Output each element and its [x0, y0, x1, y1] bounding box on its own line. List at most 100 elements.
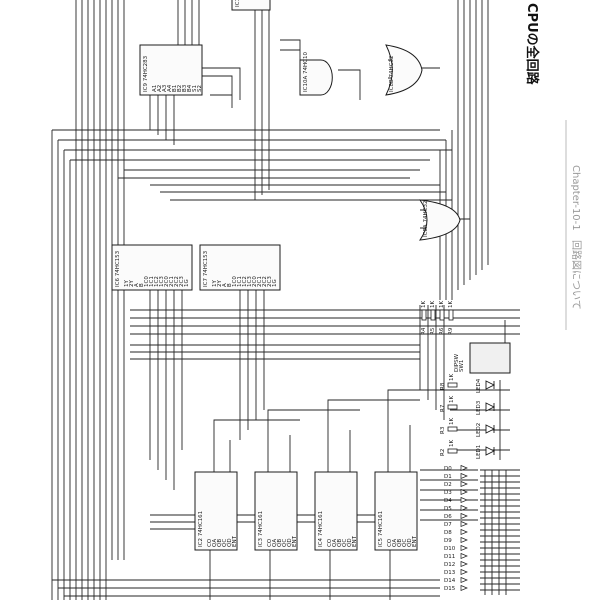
chip-pin-label: B	[139, 283, 145, 287]
pullup-value: 1K	[421, 301, 427, 308]
chip-pin-label: ENT	[232, 535, 238, 547]
gate-body-ic8a	[418, 199, 461, 241]
chip-pin-label: QD	[407, 538, 413, 547]
rom-diode-9: D9	[444, 536, 468, 544]
rom-label: D4	[444, 498, 452, 504]
pullup-r9: R9 1K	[448, 301, 454, 335]
pullup-value: 1K	[448, 301, 454, 308]
diode-icon	[460, 576, 468, 584]
chip-pin-label: A2	[157, 85, 163, 92]
chip-ic8a: IC8A 74HC32	[418, 199, 461, 241]
rom-diode-7: D7	[444, 520, 468, 528]
chip-label-ic8b: IC8B 74HC32	[389, 56, 395, 92]
resistor-value: 1K	[449, 418, 455, 425]
chip-pin-label: 2C2	[262, 276, 268, 287]
led-icon	[485, 424, 496, 434]
diode-icon	[460, 496, 468, 504]
chip-pin-label: 1Y	[212, 280, 218, 287]
pullup-ref: R9	[448, 327, 454, 335]
chip-pin-label: 1C2	[242, 276, 248, 287]
pullup-body	[439, 309, 445, 321]
chip-body-ic6	[111, 244, 193, 291]
rom-label: D9	[444, 538, 452, 544]
chip-pin-label: S2	[197, 85, 203, 92]
chip-pin-label: B3	[182, 84, 188, 92]
chip-pin-label: CO	[267, 538, 273, 547]
rom-diode-11: D11	[444, 552, 468, 560]
chip-pin-label: 2C1	[169, 276, 175, 287]
diode-icon	[460, 536, 468, 544]
chip-pin-label: QB	[337, 539, 343, 547]
chip-pin-label: 2C1	[257, 276, 263, 287]
resistor-value: 1K	[449, 374, 455, 381]
chip-pin-label: 1C1	[149, 276, 155, 287]
diode-icon	[460, 560, 468, 568]
rom-label: D12	[444, 562, 455, 568]
rom-diode-5: D5	[444, 504, 468, 512]
rom-diode-8: D8	[444, 528, 468, 536]
dip-switch[interactable]: SW1 DIPSW	[454, 342, 511, 374]
chip-pin-label: 1C0	[232, 276, 238, 287]
led-ref: LED1	[476, 445, 482, 459]
chip-pin-label: 1C2	[154, 276, 160, 287]
resistor-r3	[447, 426, 458, 432]
chip-pin-label: 2C3	[179, 276, 185, 287]
chip-pin-label: QC	[282, 539, 288, 547]
chip-label-ic3: IC3 74HC161	[258, 511, 264, 547]
rom-label: D1	[444, 474, 452, 480]
chip-pin-label: CO	[327, 538, 333, 547]
led-icon	[485, 402, 496, 412]
rom-diode-15: D15	[444, 584, 468, 592]
chip-pin-label: ENT	[412, 535, 418, 547]
pullup-body	[421, 309, 427, 321]
chip-pin-label: QA	[212, 539, 218, 547]
pullup-body	[448, 309, 454, 321]
rom-diode-0: D0	[444, 464, 468, 472]
diode-icon	[460, 464, 468, 472]
rom-diode-13: D13	[444, 568, 468, 576]
rom-label: D6	[444, 514, 452, 520]
diode-icon	[460, 512, 468, 520]
pullup-body	[430, 309, 436, 321]
diode-icon	[460, 480, 468, 488]
chip-pin-label: A3	[162, 84, 168, 92]
chip-pin-label: B	[227, 283, 233, 287]
rom-diode-1: D1	[444, 472, 468, 480]
chip-pin-label: QA	[332, 539, 338, 547]
dip-switch-ref: SW1	[459, 360, 465, 372]
rom-label: D7	[444, 522, 452, 528]
chip-pin-label: QA	[392, 539, 398, 547]
chip-pin-label: 1C1	[237, 276, 243, 287]
chip-pin-label: ENT	[352, 535, 358, 547]
dip-switch-body[interactable]	[469, 342, 511, 374]
diode-icon	[460, 544, 468, 552]
pullup-ref: R5	[430, 327, 436, 335]
chip-label-ic2: IC2 74HC161	[198, 511, 204, 547]
chip-pin-label: QD	[287, 538, 293, 547]
rom-diode-10: D10	[444, 544, 468, 552]
chip-label-ic6: IC6 74HC153	[115, 250, 121, 287]
led-ref: LED3	[476, 400, 482, 415]
chip-pin-label: QC	[342, 539, 348, 547]
rom-label: D3	[444, 490, 452, 496]
rom-label: D13	[444, 570, 456, 576]
diode-icon	[460, 504, 468, 512]
rom-label: D2	[444, 482, 452, 488]
diode-icon	[460, 488, 468, 496]
chip-pin-label: QA	[272, 539, 278, 547]
chip-pin-label: 1C0	[144, 276, 150, 287]
chip-pin-label: QC	[222, 539, 228, 547]
chip-pin-label: QB	[217, 539, 223, 547]
